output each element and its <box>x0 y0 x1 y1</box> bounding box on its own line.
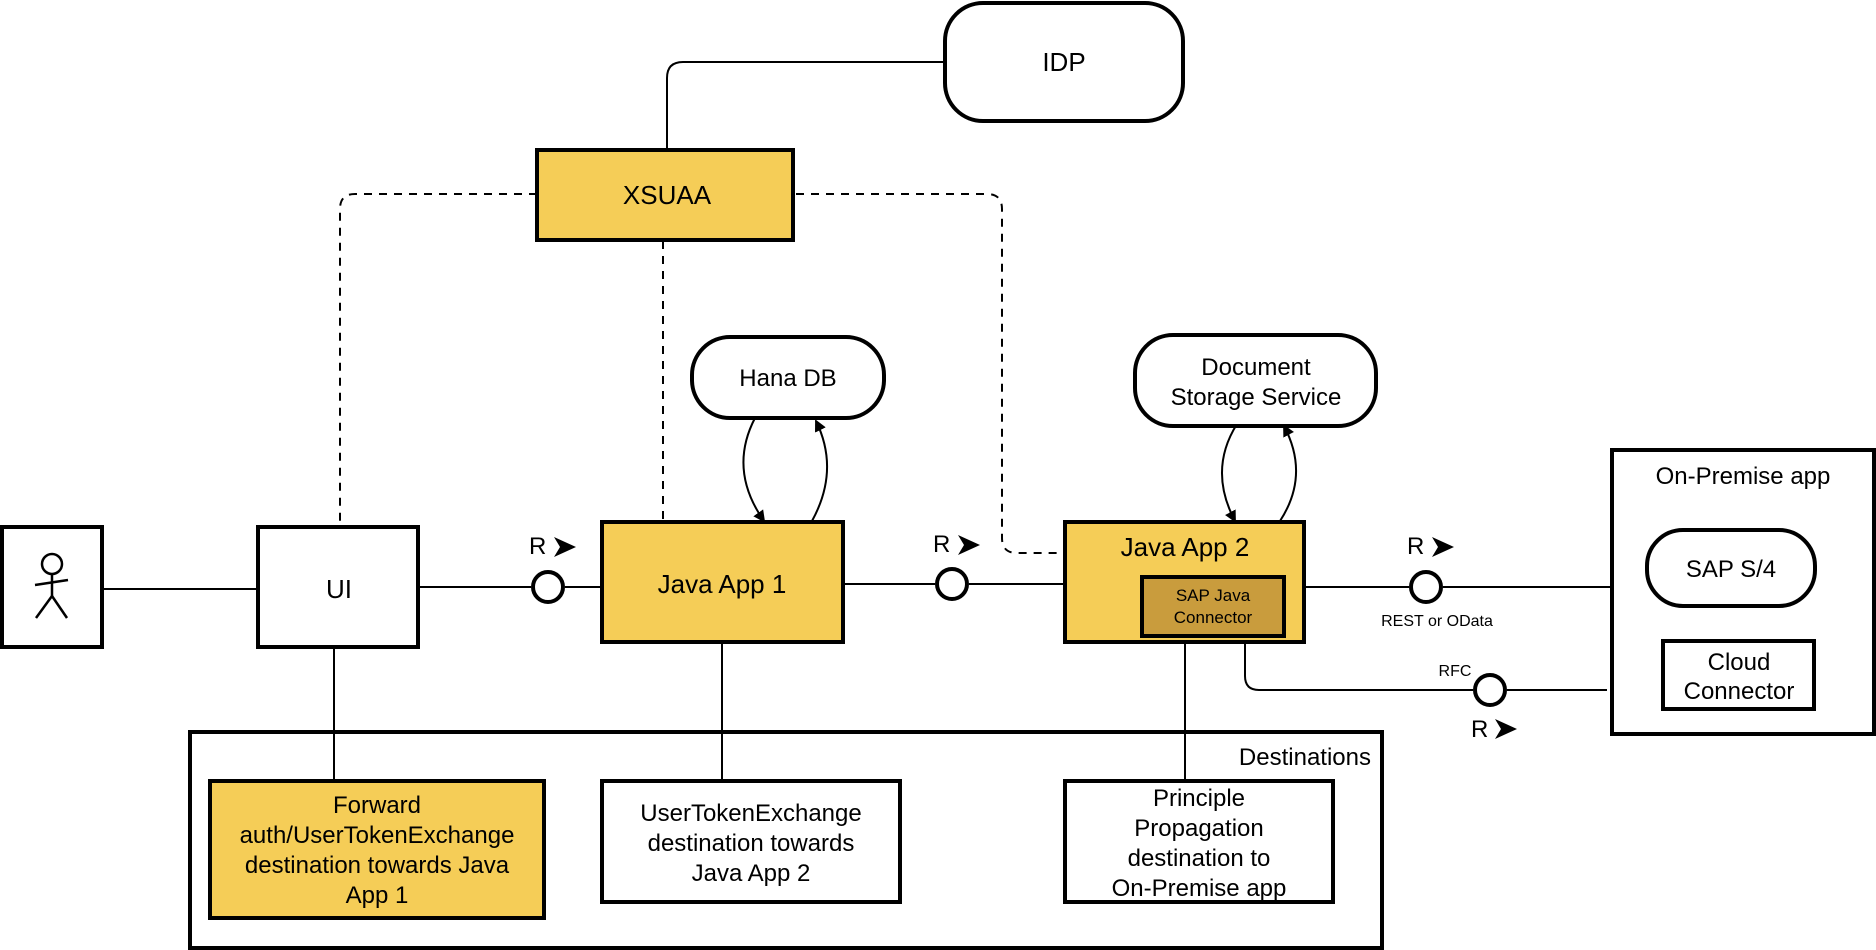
rest-odata-label: REST or OData <box>1381 613 1493 630</box>
dest-forward-line-2: auth/UserTokenExchange <box>240 822 515 849</box>
dest-user-token-line-3: Java App 2 <box>692 860 811 887</box>
document-storage-service-node: Document Storage Service <box>1133 333 1378 428</box>
r-label: R <box>529 533 546 560</box>
java-app-1-node: Java App 1 <box>600 520 845 644</box>
ui-label: UI <box>326 574 352 604</box>
destination-forward-auth: Forward auth/UserTokenExchange destinati… <box>208 779 546 920</box>
destination-user-token-exchange: UserTokenExchange destination towards Ja… <box>600 779 902 904</box>
destinations-title: Destinations <box>1239 744 1371 771</box>
xsuaa-label: XSUAA <box>623 180 712 210</box>
triangle-arrow-icon <box>1432 537 1454 557</box>
cloud-connector-node: Cloud Connector <box>1661 639 1816 711</box>
cloud-connector-label-line-2: Connector <box>1684 678 1795 705</box>
idp-node: IDP <box>943 1 1185 123</box>
java-app-1-label: Java App 1 <box>658 569 787 599</box>
app1-to-hana-arrow <box>811 419 829 522</box>
triangle-arrow-icon <box>958 535 980 555</box>
hana-db-label: Hana DB <box>739 365 836 392</box>
sap-java-connector-label-line-1: SAP Java <box>1176 586 1251 605</box>
doc-storage-label-line-1: Document <box>1201 354 1311 381</box>
app2-cloud-connector-rfc-link <box>1244 642 1473 691</box>
r-label: R <box>1471 716 1488 743</box>
triangle-arrow-icon <box>554 537 576 557</box>
destination-principle-propagation: Principle Propagation destination to On-… <box>1063 779 1335 904</box>
connection-lines <box>102 61 1612 781</box>
app2-to-doc-storage-arrow <box>1279 424 1298 522</box>
sap-java-connector-label-line-2: Connector <box>1174 608 1253 627</box>
dest-forward-line-4: App 1 <box>346 882 409 909</box>
hana-to-app1-arrow <box>742 417 766 523</box>
xsuaa-idp-link <box>666 61 945 150</box>
port-app2-onprem: R REST or OData <box>1381 533 1493 630</box>
java-app-2-label: Java App 2 <box>1121 532 1250 562</box>
dest-user-token-line-2: destination towards <box>648 830 855 857</box>
sap-java-connector: SAP Java Connector <box>1140 575 1286 638</box>
on-premise-title: On-Premise app <box>1656 463 1831 490</box>
xsuaa-app2-trust-link <box>796 193 1065 554</box>
port-app1-app2: R <box>933 531 980 601</box>
sap-s4-node: SAP S/4 <box>1645 528 1817 608</box>
hana-db-node: Hana DB <box>690 335 886 420</box>
stick-figure-actor-icon <box>34 552 69 619</box>
destinations-container: Destinations Forward auth/UserTokenExcha… <box>188 730 1384 950</box>
ui-node: UI <box>256 525 420 649</box>
dest-user-token-line-1: UserTokenExchange <box>640 800 861 827</box>
dest-principle-line-4: On-Premise app <box>1112 875 1287 902</box>
rfc-label: RFC <box>1439 663 1472 680</box>
r-label: R <box>933 531 950 558</box>
java-app-2-node: Java App 2 SAP Java Connector <box>1063 520 1306 644</box>
port-ui-app1: R <box>529 533 576 604</box>
user-actor <box>0 525 104 649</box>
dest-principle-line-3: destination to <box>1128 845 1271 872</box>
port-app2-rfc: RFC R <box>1439 663 1517 743</box>
doc-storage-to-app2-arrow <box>1221 423 1238 523</box>
dest-principle-line-2: Propagation <box>1134 815 1263 842</box>
idp-label: IDP <box>1042 47 1085 77</box>
xsuaa-ui-trust-link <box>339 193 537 526</box>
cloud-connector-label-line-1: Cloud <box>1708 649 1771 676</box>
dest-forward-line-1: Forward <box>333 792 421 819</box>
on-premise-app-container: On-Premise app SAP S/4 Cloud Connector <box>1610 448 1876 736</box>
xsuaa-node: XSUAA <box>535 148 795 242</box>
dest-forward-line-3: destination towards Java <box>245 852 510 879</box>
r-label: R <box>1407 533 1424 560</box>
doc-storage-label-line-2: Storage Service <box>1171 384 1342 411</box>
triangle-arrow-icon <box>1495 719 1517 739</box>
dest-principle-line-1: Principle <box>1153 785 1245 812</box>
sap-s4-label: SAP S/4 <box>1686 556 1776 583</box>
